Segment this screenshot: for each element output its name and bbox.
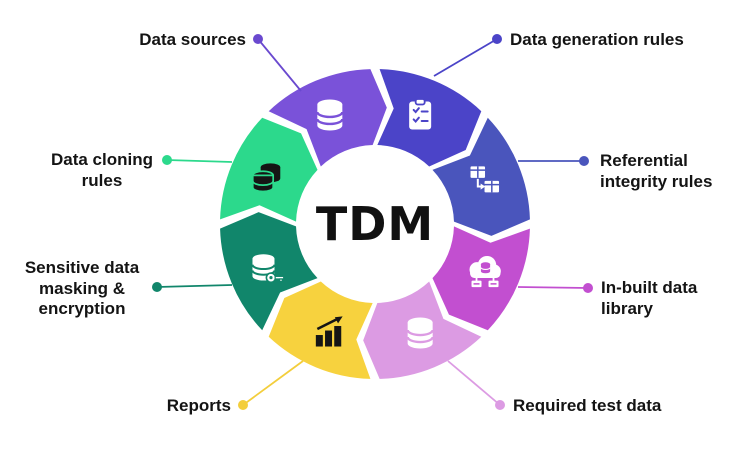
database-icon (316, 99, 344, 131)
leader-dot-referential-integrity-rules (579, 156, 589, 166)
segment-in-built-data-library (432, 226, 530, 331)
leader-dot-reports (238, 400, 248, 410)
leader-dot-required-test-data (495, 400, 505, 410)
segment-reports (268, 281, 373, 379)
leader-dot-data-generation-rules (492, 34, 502, 44)
callout-data-cloning-rules: Data cloning rules (50, 150, 153, 190)
leader-dot-data-cloning-rules (162, 155, 172, 165)
bar-chart-icon (315, 316, 343, 347)
callout-sensitive-data-masking: Sensitive data masking & encryption (24, 258, 140, 319)
callout-referential-integrity-rules: Referential integrity rules (600, 151, 713, 191)
ring-segments (220, 69, 530, 379)
leader-line-data-sources (257, 38, 302, 92)
center-title: TDM (315, 196, 435, 251)
clipboard-check-icon (409, 98, 432, 130)
database-clone-icon (251, 163, 281, 193)
leader-dot-sensitive-data-masking (152, 282, 162, 292)
database-icon (406, 317, 434, 349)
leader-line-reports (242, 360, 304, 406)
database-key-icon (251, 254, 285, 284)
leader-dot-data-sources (253, 34, 263, 44)
leader-line-required-test-data (447, 360, 501, 406)
callout-in-built-data-library: In-built data library (601, 278, 698, 318)
leader-line-data-cloning-rules (166, 159, 233, 163)
callout-required-test-data: Required test data (513, 396, 662, 415)
leader-line-sensitive-data-masking (156, 284, 233, 288)
table-relation-icon (470, 166, 500, 193)
callout-data-generation-rules: Data generation rules (510, 30, 684, 49)
leader-lines (152, 34, 593, 410)
leader-dot-in-built-data-library (583, 283, 593, 293)
callout-data-sources: Data sources (139, 30, 246, 49)
leader-line-data-generation-rules (433, 38, 498, 77)
callout-reports: Reports (166, 396, 231, 415)
leader-line-in-built-data-library (517, 286, 589, 289)
cloud-database-icon (469, 255, 501, 288)
